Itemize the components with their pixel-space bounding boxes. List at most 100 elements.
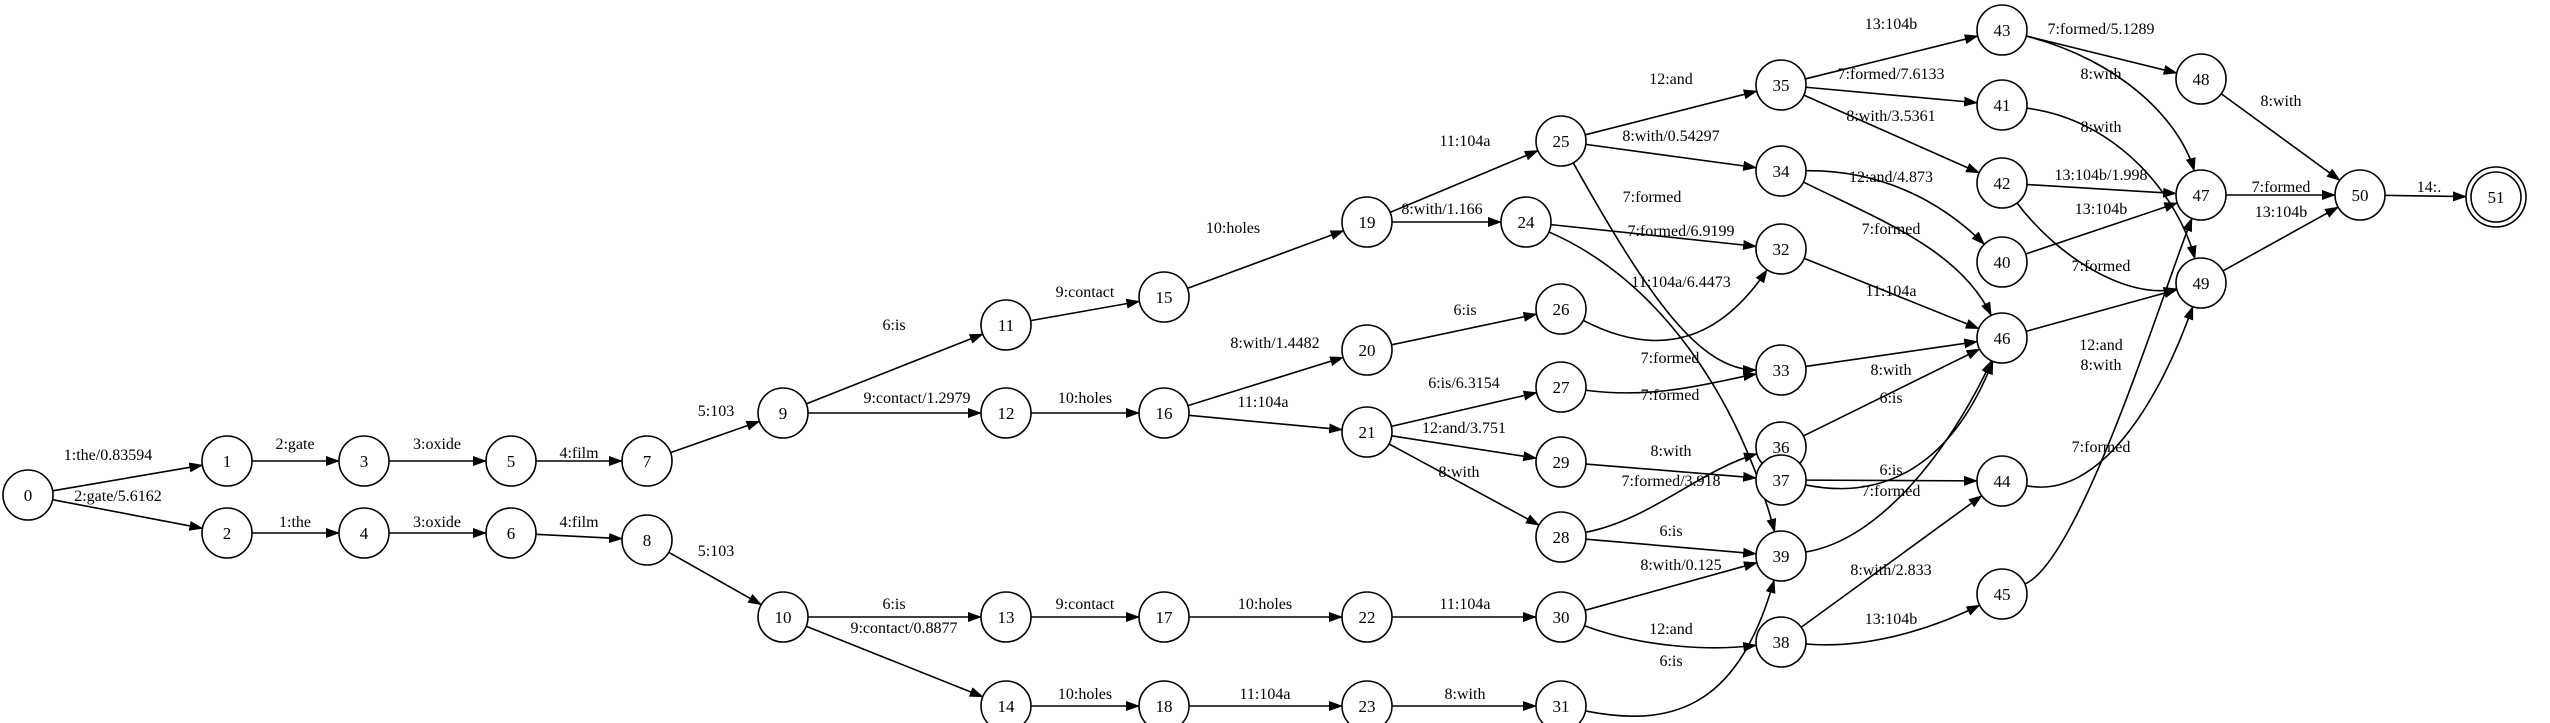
edge-9-11 — [805, 333, 984, 405]
edge-35-41 — [1805, 86, 1979, 107]
node-27: 27 — [1535, 361, 1587, 413]
node-circle — [757, 591, 809, 643]
edge-21-28 — [1388, 443, 1540, 526]
node-35: 35 — [1755, 59, 1807, 111]
node-label: 31 — [1553, 697, 1570, 716]
edge-34-40 — [1805, 169, 1986, 246]
node-label: 36 — [1773, 438, 1790, 457]
node-label: 40 — [1994, 253, 2011, 272]
edge-42-47 — [2026, 183, 2178, 198]
edge-48-50 — [2220, 93, 2341, 181]
node-circle — [980, 387, 1032, 439]
node-3: 3 — [338, 435, 390, 487]
node-label: 1 — [223, 452, 232, 471]
node-label: 14 — [998, 697, 1016, 716]
node-circle — [2175, 257, 2227, 309]
edge-label-21-29: 12:and/3.751 — [1422, 420, 1506, 437]
node-circle — [1500, 196, 1552, 248]
node-label: 7 — [643, 452, 652, 471]
edge-label-19-24: 8:with/1.166 — [1401, 201, 1482, 218]
node-37: 37 — [1755, 454, 1807, 506]
node-circle — [2175, 169, 2227, 221]
node-circle — [2175, 53, 2227, 105]
edge-36-46 — [1803, 348, 1981, 437]
edge-label-46-49: 12:and — [2079, 337, 2123, 354]
node-circle — [1535, 361, 1587, 413]
edge-35-42 — [1803, 94, 1981, 174]
node-26: 26 — [1535, 283, 1587, 335]
edge-label-1-3: 2:gate — [275, 436, 314, 453]
node-30: 30 — [1535, 591, 1587, 643]
edge-label-31-39: 6:is — [1659, 653, 1682, 670]
edge-label-47-50: 7:formed — [2252, 179, 2311, 196]
node-circle — [1976, 568, 2028, 620]
edge-label-10-13: 6:is — [882, 596, 905, 613]
node-circle — [1535, 436, 1587, 488]
node-0: 0 — [2, 469, 54, 521]
node-circle — [1341, 324, 1393, 376]
edge-label-48-50: 8:with — [2261, 93, 2302, 110]
edge-label-35-42: 8:with/3.5361 — [1846, 108, 1935, 125]
edge-42-49 — [2016, 202, 2178, 297]
node-24: 24 — [1500, 196, 1552, 248]
node-circle — [1755, 530, 1807, 582]
node-circle — [1138, 387, 1190, 439]
node-circle — [2334, 169, 2386, 221]
edge-19-25 — [1389, 149, 1539, 214]
node-19: 19 — [1341, 196, 1393, 248]
edge-label-29-37: 8:with — [1651, 443, 1692, 460]
edge-43-47 — [2026, 35, 2196, 172]
edge-label-35-41: 7:formed/7.6133 — [1837, 66, 1944, 83]
node-12: 12 — [980, 387, 1032, 439]
edge-label-22-30: 11:104a — [1440, 596, 1491, 613]
node-circle — [1755, 59, 1807, 111]
edge-38-45 — [1805, 604, 1981, 646]
edge-label-21-28: 8:with — [1439, 464, 1480, 481]
node-42: 42 — [1976, 157, 2028, 209]
node-25: 25 — [1535, 115, 1587, 167]
node-circle — [485, 507, 537, 559]
edge-label-41-49: 8:with — [2081, 119, 2122, 136]
edge-label-28-39: 6:is — [1659, 523, 1682, 540]
edge-label-12-16: 10:holes — [1058, 390, 1112, 407]
edge-label-43-47: 8:with — [2081, 66, 2122, 83]
node-label: 15 — [1156, 288, 1173, 307]
node-51: 51 — [2465, 166, 2527, 228]
node-13: 13 — [980, 591, 1032, 643]
node-label: 10 — [775, 608, 792, 627]
node-circle — [485, 435, 537, 487]
node-45: 45 — [1976, 568, 2028, 620]
node-label: 34 — [1773, 162, 1791, 181]
node-28: 28 — [1535, 511, 1587, 563]
node-label: 42 — [1994, 174, 2011, 193]
node-47: 47 — [2175, 169, 2227, 221]
node-label: 24 — [1518, 213, 1536, 232]
edge-16-20 — [1187, 356, 1345, 407]
node-label: 29 — [1553, 453, 1570, 472]
node-label: 19 — [1359, 213, 1376, 232]
node-circle — [1755, 223, 1807, 275]
node-31: 31 — [1535, 680, 1587, 723]
node-8: 8 — [621, 514, 673, 566]
edge-39-46 — [1805, 359, 1993, 553]
node-label: 28 — [1553, 528, 1570, 547]
node-18: 18 — [1138, 680, 1190, 723]
node-circle — [1138, 591, 1190, 643]
edge-label-32-46: 11:104a — [1866, 283, 1917, 300]
edge-46-49 — [2025, 288, 2178, 333]
node-circle — [201, 435, 253, 487]
edge-label-42-47: 13:104b/1.998 — [2055, 167, 2148, 184]
node-15: 15 — [1138, 271, 1190, 323]
edge-label-28-36: 7:formed/3.918 — [1621, 473, 1720, 490]
node-circle — [1341, 196, 1393, 248]
node-label: 51 — [2488, 188, 2505, 207]
node-label: 3 — [360, 452, 369, 471]
edge-43-48 — [2026, 35, 2178, 75]
node-label: 47 — [2193, 186, 2211, 205]
node-48: 48 — [2175, 53, 2227, 105]
node-label: 32 — [1773, 240, 1790, 259]
node-22: 22 — [1341, 591, 1393, 643]
node-43: 43 — [1976, 4, 2028, 56]
edge-label-19-25: 11:104a — [1440, 133, 1491, 150]
edge-34-46 — [1803, 181, 1992, 317]
